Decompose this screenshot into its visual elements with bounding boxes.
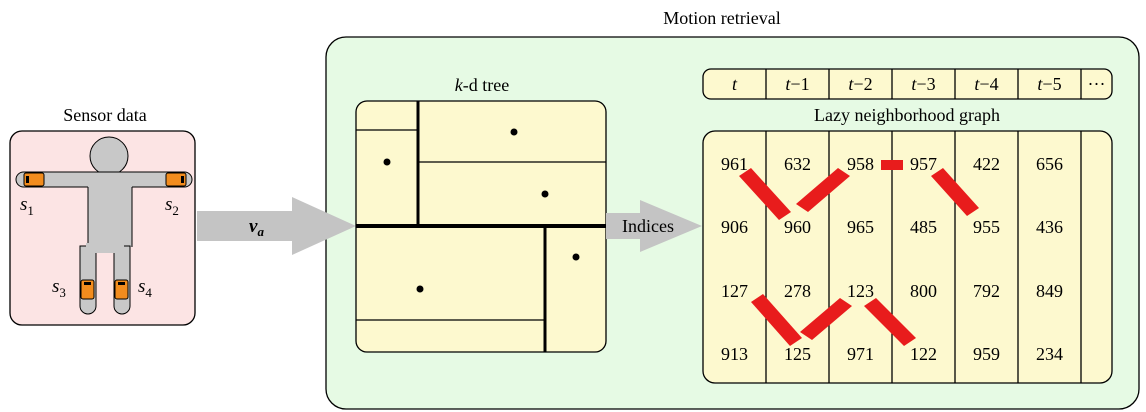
graph-node-r3-c2: 971	[847, 344, 874, 364]
time-header-cell-1: t−1	[785, 74, 809, 94]
sensor-label-s1: s1	[20, 194, 34, 218]
kd-tree-points	[383, 128, 580, 293]
time-header-cell-4: t−4	[974, 74, 998, 94]
sensor-s4-icon	[114, 279, 129, 300]
graph-node-r2-c5: 849	[1036, 281, 1063, 301]
time-header: t t−1 t−2 t−3 t−4 t−5 ···	[732, 69, 1106, 99]
graph-node-r3-c4: 959	[973, 344, 1000, 364]
graph-node-r3-c3: 122	[910, 344, 937, 364]
kd-tree-partitions	[356, 101, 606, 352]
graph-column-dividers	[765, 131, 1082, 383]
graph-node-r2-c1: 278	[784, 281, 811, 301]
link-961-960	[739, 168, 791, 220]
graph-node-r0-c1: 632	[784, 154, 811, 174]
graph-node-r3-c0: 913	[721, 344, 748, 364]
graph-node-r2-c2: 123	[847, 281, 874, 301]
link-958-957	[881, 160, 903, 170]
link-123-122	[864, 298, 916, 346]
sensor-label-s2: s2	[165, 194, 179, 218]
link-127-125	[751, 294, 802, 346]
sensor-label-s4: s4	[138, 276, 152, 300]
graph-box	[702, 130, 1113, 384]
neighborhood-links	[739, 160, 979, 346]
velocity-label: va	[249, 216, 264, 239]
sensor-s3-icon	[80, 279, 95, 300]
graph-node-r2-c0: 127	[721, 281, 748, 301]
graph-node-r0-c2: 958	[847, 154, 874, 174]
sensor-data-title: Sensor data	[63, 105, 146, 125]
sensor-to-retrieval-arrow	[197, 197, 356, 255]
time-header-cell-6: ···	[1088, 74, 1106, 94]
graph-cells: 961 632 958 957 422 656 906 960 965 485 955 436 127 2…	[721, 154, 1063, 364]
link-957-955	[931, 168, 979, 216]
graph-node-r1-c2: 965	[847, 217, 874, 237]
graph-node-r0-c0: 961	[721, 154, 748, 174]
graph-title: Lazy neighborhood graph	[814, 105, 1000, 125]
graph-node-r2-c4: 792	[973, 281, 1000, 301]
motion-retrieval-title: Motion retrieval	[663, 8, 780, 28]
link-960-958	[796, 168, 850, 212]
time-header-cell-2: t−2	[848, 74, 872, 94]
time-header-bar	[702, 68, 1113, 100]
graph-node-r3-c5: 234	[1036, 344, 1063, 364]
time-header-cell-3: t−3	[911, 74, 935, 94]
link-125-123	[800, 298, 852, 340]
graph-node-r1-c4: 955	[973, 217, 1000, 237]
graph-node-r3-c1: 125	[784, 344, 811, 364]
graph-node-r2-c3: 800	[910, 281, 937, 301]
graph-node-r0-c3: 957	[910, 154, 937, 174]
graph-node-r1-c1: 960	[784, 217, 811, 237]
graph-node-r1-c5: 436	[1036, 217, 1063, 237]
kd-tree-title: k-d tree	[455, 75, 509, 95]
graph-node-r0-c4: 422	[973, 154, 1000, 174]
graph-node-r0-c5: 656	[1036, 154, 1063, 174]
graph-node-r1-c3: 485	[910, 217, 937, 237]
indices-label: Indices	[622, 216, 674, 236]
graph-node-r1-c0: 906	[721, 217, 748, 237]
sensor-s2-icon	[165, 172, 187, 187]
time-header-cell-0: t	[732, 74, 738, 94]
sensor-label-s3: s3	[52, 276, 66, 300]
sensor-s1-icon	[23, 172, 45, 187]
indices-arrow	[606, 200, 702, 252]
time-header-cell-5: t−5	[1037, 74, 1061, 94]
